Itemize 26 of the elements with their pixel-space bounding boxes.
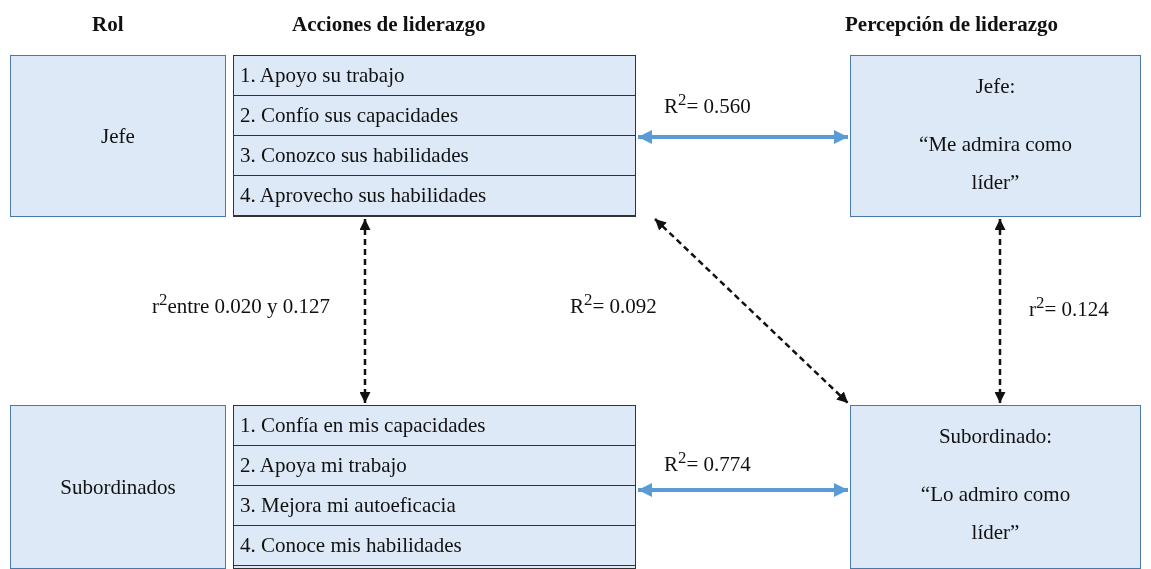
column-heading: Acciones de liderazgo [292,12,486,37]
column-heading: Percepción de liderazgo [845,12,1059,37]
box-heading: Jefe: [974,74,1017,99]
list-item: 1. Apoyo su trabajo [234,56,635,96]
quote-text: “Lo admiro como líder” [919,481,1072,546]
quote-text: “Me admira como líder” [918,131,1073,196]
double-arrow [638,483,848,497]
actions-list-box [233,55,636,217]
actions-list-box [233,405,636,569]
double-arrow [359,219,371,403]
list-item: 3. Conozco sus habilidades [234,136,635,176]
list-item: 3. Mejora mi autoeficacia [234,486,635,526]
role-box: Jefe [10,55,226,217]
list-item: 2. Apoya mi trabajo [234,446,635,486]
double-arrow [638,130,848,144]
double-arrow [994,219,1006,403]
list-item: 4. Conoce mis habilidades [234,526,635,566]
column-heading: Rol [92,12,124,37]
list-item: 2. Confío sus capacidades [234,96,635,136]
list-item: 1. Confía en mis capacidades [234,406,635,446]
double-arrow [654,218,849,404]
role-box: Subordinados [10,405,226,569]
perception-box [850,405,1141,569]
list-item: 4. Aprovecho sus habilidades [234,176,635,216]
perception-box [850,55,1141,217]
box-heading: Subordinado: [937,424,1054,449]
